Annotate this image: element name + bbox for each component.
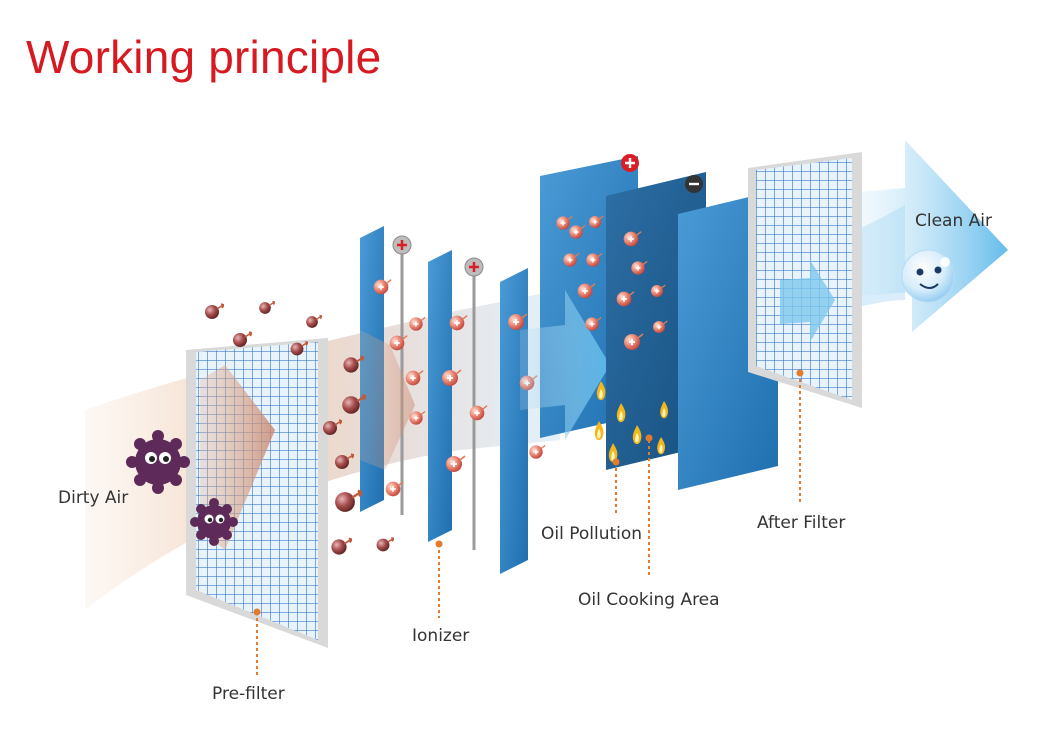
label-ionizer: Ionizer xyxy=(412,626,470,646)
label-oil-pollution: Oil Pollution xyxy=(541,524,643,544)
germ-icon xyxy=(190,498,238,546)
clean-air-arrow xyxy=(860,140,1008,332)
ionizer-arrow xyxy=(360,330,415,470)
label-pre-filter: Pre-filter xyxy=(212,684,285,704)
page-title: Working principle xyxy=(26,31,382,83)
positive-charge-icon xyxy=(621,154,639,172)
label-clean-air: Clean Air xyxy=(915,211,992,231)
germ-icon xyxy=(126,430,190,494)
clean-air-bubble-icon xyxy=(901,249,955,303)
after-filter-arrow xyxy=(780,260,835,342)
leader-dots xyxy=(253,369,804,616)
positive-charge-icon xyxy=(392,235,412,255)
negative-charge-icon xyxy=(685,175,703,193)
label-oil-cooking-area: Oil Cooking Area xyxy=(578,590,720,610)
leader-lines xyxy=(256,373,801,676)
label-dirty-air: Dirty Air xyxy=(58,488,129,508)
positive-charge-icon xyxy=(464,257,484,277)
label-after-filter: After Filter xyxy=(757,513,846,533)
